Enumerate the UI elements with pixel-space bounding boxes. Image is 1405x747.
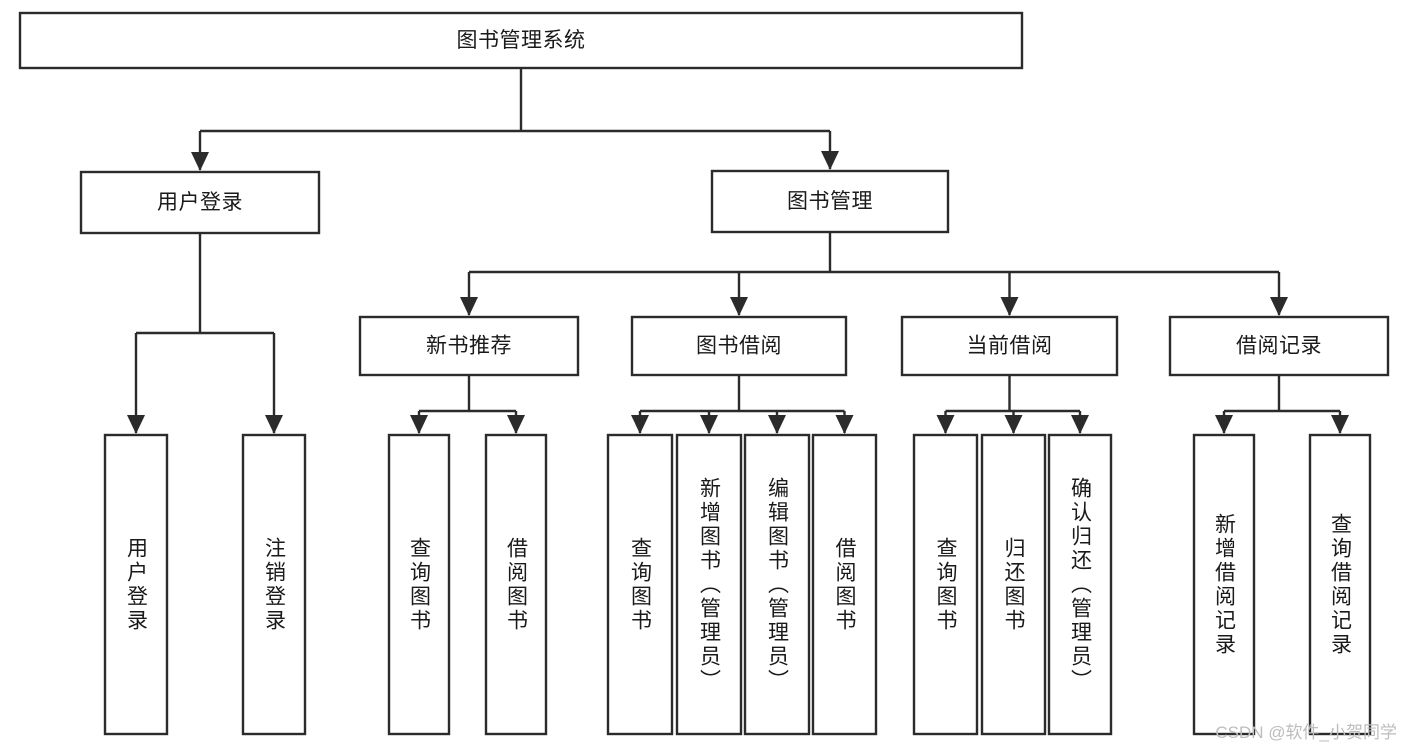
arrow-head-icon	[507, 415, 525, 434]
arrow-head-icon	[768, 415, 786, 434]
node-leaf-query-record[interactable]	[1308, 433, 1372, 736]
node-current-borrow-box	[900, 315, 1119, 377]
arrow-head-icon	[1331, 415, 1349, 434]
node-new-book-rec[interactable]: 新书推荐	[358, 315, 580, 377]
arrow-head-icon	[265, 415, 283, 434]
node-leaf-add-book-box	[675, 433, 743, 736]
arrow-head-icon	[191, 152, 209, 171]
node-root-system-label: 图书管理系统	[457, 29, 586, 52]
node-leaf-query-record-box	[1308, 433, 1372, 736]
node-leaf-add-record[interactable]	[1192, 433, 1256, 736]
arrow-head-icon	[700, 415, 718, 434]
node-book-manage-label: 图书管理	[787, 190, 873, 213]
node-current-borrow-label: 当前借阅	[967, 335, 1053, 358]
node-leaf-query-book-cb-box	[912, 433, 979, 736]
node-leaf-query-book-rec[interactable]	[387, 433, 451, 736]
node-book-borrow-label: 图书借阅	[696, 335, 782, 358]
node-leaf-confirm-return-box	[1047, 433, 1113, 736]
node-current-borrow[interactable]: 当前借阅	[900, 315, 1119, 377]
arrow-head-icon	[821, 151, 839, 170]
node-user-login-box	[79, 170, 321, 235]
arrow-head-icon	[1071, 415, 1089, 434]
node-book-borrow[interactable]: 图书借阅	[630, 315, 848, 377]
node-new-book-rec-box	[358, 315, 580, 377]
node-leaf-query-book-br-box	[606, 433, 674, 736]
arrow-head-icon	[1000, 297, 1019, 316]
node-leaf-logout-box	[241, 433, 307, 736]
arrow-head-icon	[936, 415, 955, 434]
node-book-manage-box	[710, 169, 950, 234]
arrow-head-icon	[730, 297, 748, 316]
node-leaf-borrow-book-rec-box	[484, 433, 548, 736]
arrow-head-icon	[410, 415, 428, 434]
node-leaf-borrow-book-rec[interactable]	[484, 433, 548, 736]
node-leaf-logout[interactable]	[241, 433, 307, 736]
arrow-head-icon	[460, 297, 478, 316]
node-book-manage[interactable]: 图书管理	[710, 169, 950, 234]
arrow-head-icon	[631, 415, 649, 434]
node-leaf-user-login-box	[103, 433, 169, 736]
csdn-watermark: CSDN @软件_小贺同学	[1215, 723, 1397, 742]
node-user-login[interactable]: 用户登录	[79, 170, 321, 235]
node-root-system-box	[18, 11, 1024, 70]
node-leaf-borrow-book-br[interactable]	[811, 433, 878, 736]
edges-layer	[127, 68, 1349, 434]
node-leaf-edit-book[interactable]	[743, 433, 811, 736]
node-leaf-query-book-br[interactable]	[606, 433, 674, 736]
node-leaf-confirm-return[interactable]	[1047, 433, 1113, 736]
node-leaf-user-login[interactable]	[103, 433, 169, 736]
node-user-login-label: 用户登录	[157, 191, 243, 214]
node-borrow-record-box	[1168, 315, 1390, 377]
node-leaf-query-book-rec-box	[387, 433, 451, 736]
node-root-system[interactable]: 图书管理系统	[18, 11, 1024, 70]
arrow-head-icon	[1270, 297, 1288, 316]
node-leaf-return-book[interactable]	[980, 433, 1047, 736]
node-book-borrow-box	[630, 315, 848, 377]
node-leaf-borrow-book-br-box	[811, 433, 878, 736]
arrow-head-icon	[127, 415, 145, 434]
node-new-book-rec-label: 新书推荐	[426, 335, 512, 358]
node-borrow-record[interactable]: 借阅记录	[1168, 315, 1390, 377]
node-leaf-add-book[interactable]	[675, 433, 743, 736]
arrow-head-icon	[1004, 415, 1023, 434]
arrow-head-icon	[1215, 415, 1233, 434]
arrow-head-icon	[835, 415, 854, 434]
node-leaf-return-book-box	[980, 433, 1047, 736]
node-leaf-add-record-box	[1192, 433, 1256, 736]
node-borrow-record-label: 借阅记录	[1236, 335, 1322, 358]
node-leaf-edit-book-box	[743, 433, 811, 736]
node-leaf-query-book-cb[interactable]	[912, 433, 979, 736]
